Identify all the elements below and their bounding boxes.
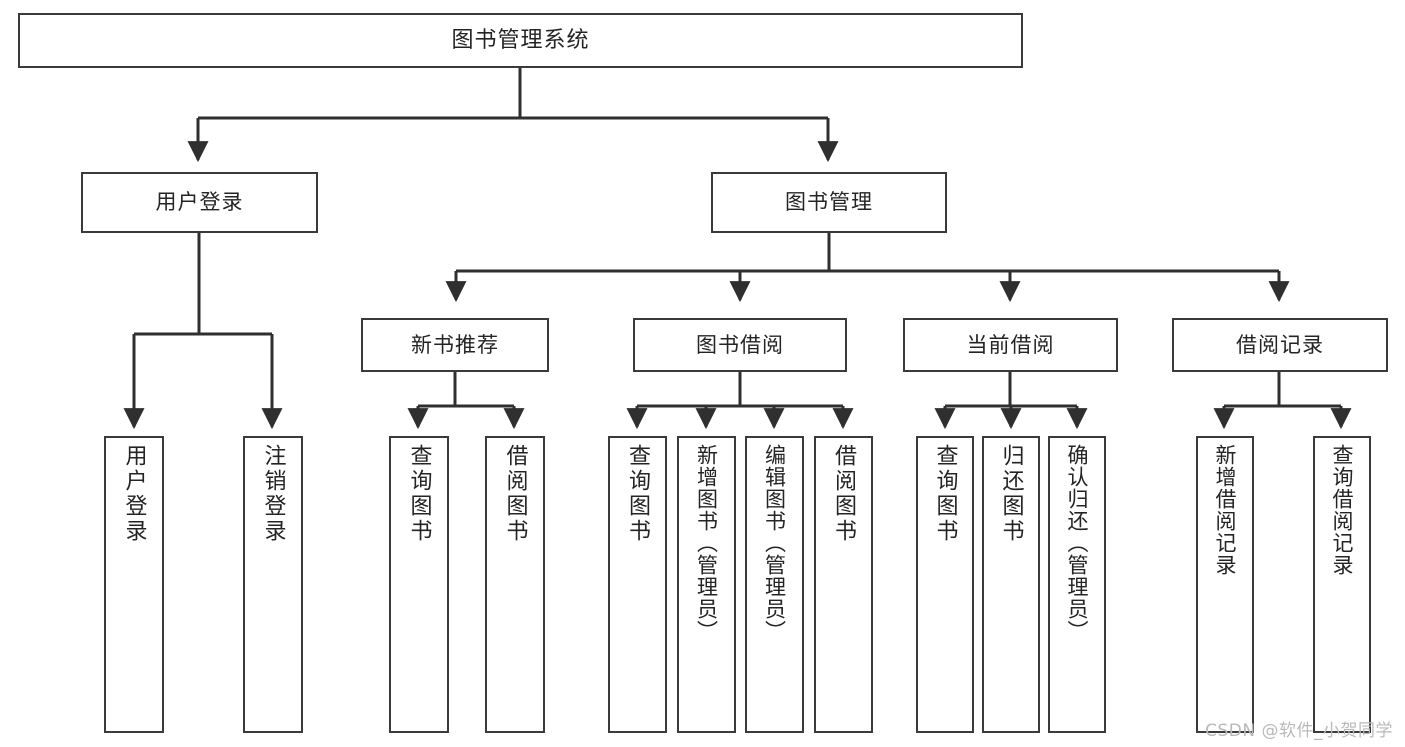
node-borrow-record[interactable]: 借阅记录 — [1172, 318, 1388, 372]
node-label: 借阅图书 — [502, 444, 528, 544]
leaf-logout[interactable]: 注销登录 — [243, 436, 303, 733]
leaf-edit-book-admin[interactable]: 编辑图书（管理员） — [745, 436, 804, 733]
node-book-borrow[interactable]: 图书借阅 — [633, 318, 847, 372]
node-label: 图书管理 — [785, 190, 873, 215]
watermark: CSDN @软件_小贺同学 — [1205, 721, 1393, 741]
leaf-add-book-admin[interactable]: 新增图书（管理员） — [677, 436, 736, 733]
leaf-add-borrow-record[interactable]: 新增借阅记录 — [1196, 436, 1254, 733]
node-label: 借阅图书 — [831, 444, 857, 544]
node-label: 查询借阅记录 — [1330, 444, 1355, 576]
node-label: 用户登录 — [155, 190, 244, 215]
node-label: 当前借阅 — [966, 332, 1055, 357]
node-label: 新增借阅记录 — [1213, 444, 1238, 576]
leaf-borrow-book-recommend[interactable]: 借阅图书 — [485, 436, 545, 733]
node-label: 图书借阅 — [696, 332, 784, 357]
node-label: 注销登录 — [260, 444, 286, 544]
node-label: 编辑图书（管理员） — [762, 444, 787, 642]
node-label: 查询图书 — [406, 444, 432, 544]
node-label: 图书管理系统 — [451, 27, 590, 53]
leaf-confirm-return-admin[interactable]: 确认归还（管理员） — [1048, 436, 1106, 733]
leaf-query-book-current[interactable]: 查询图书 — [916, 436, 974, 733]
leaf-query-book-recommend[interactable]: 查询图书 — [389, 436, 449, 733]
node-label: 新增图书（管理员） — [694, 444, 719, 642]
node-label: 新书推荐 — [411, 332, 499, 357]
node-label: 查询图书 — [932, 444, 958, 544]
node-user-login[interactable]: 用户登录 — [81, 172, 318, 233]
node-label: 用户登录 — [121, 444, 147, 544]
leaf-user-login[interactable]: 用户登录 — [104, 436, 164, 733]
node-current-borrow[interactable]: 当前借阅 — [903, 318, 1118, 372]
node-label: 借阅记录 — [1236, 332, 1324, 357]
leaf-return-book[interactable]: 归还图书 — [982, 436, 1040, 733]
node-label: 确认归还（管理员） — [1065, 444, 1090, 642]
node-label: 归还图书 — [998, 444, 1024, 544]
leaf-borrow-book[interactable]: 借阅图书 — [814, 436, 873, 733]
leaf-query-borrow-record[interactable]: 查询借阅记录 — [1313, 436, 1371, 733]
leaf-query-book-borrow[interactable]: 查询图书 — [608, 436, 667, 733]
node-new-book-recommend[interactable]: 新书推荐 — [361, 318, 549, 372]
node-book-management[interactable]: 图书管理 — [711, 172, 947, 233]
node-label: 查询图书 — [625, 444, 651, 544]
node-root-book-management-system[interactable]: 图书管理系统 — [18, 13, 1023, 68]
